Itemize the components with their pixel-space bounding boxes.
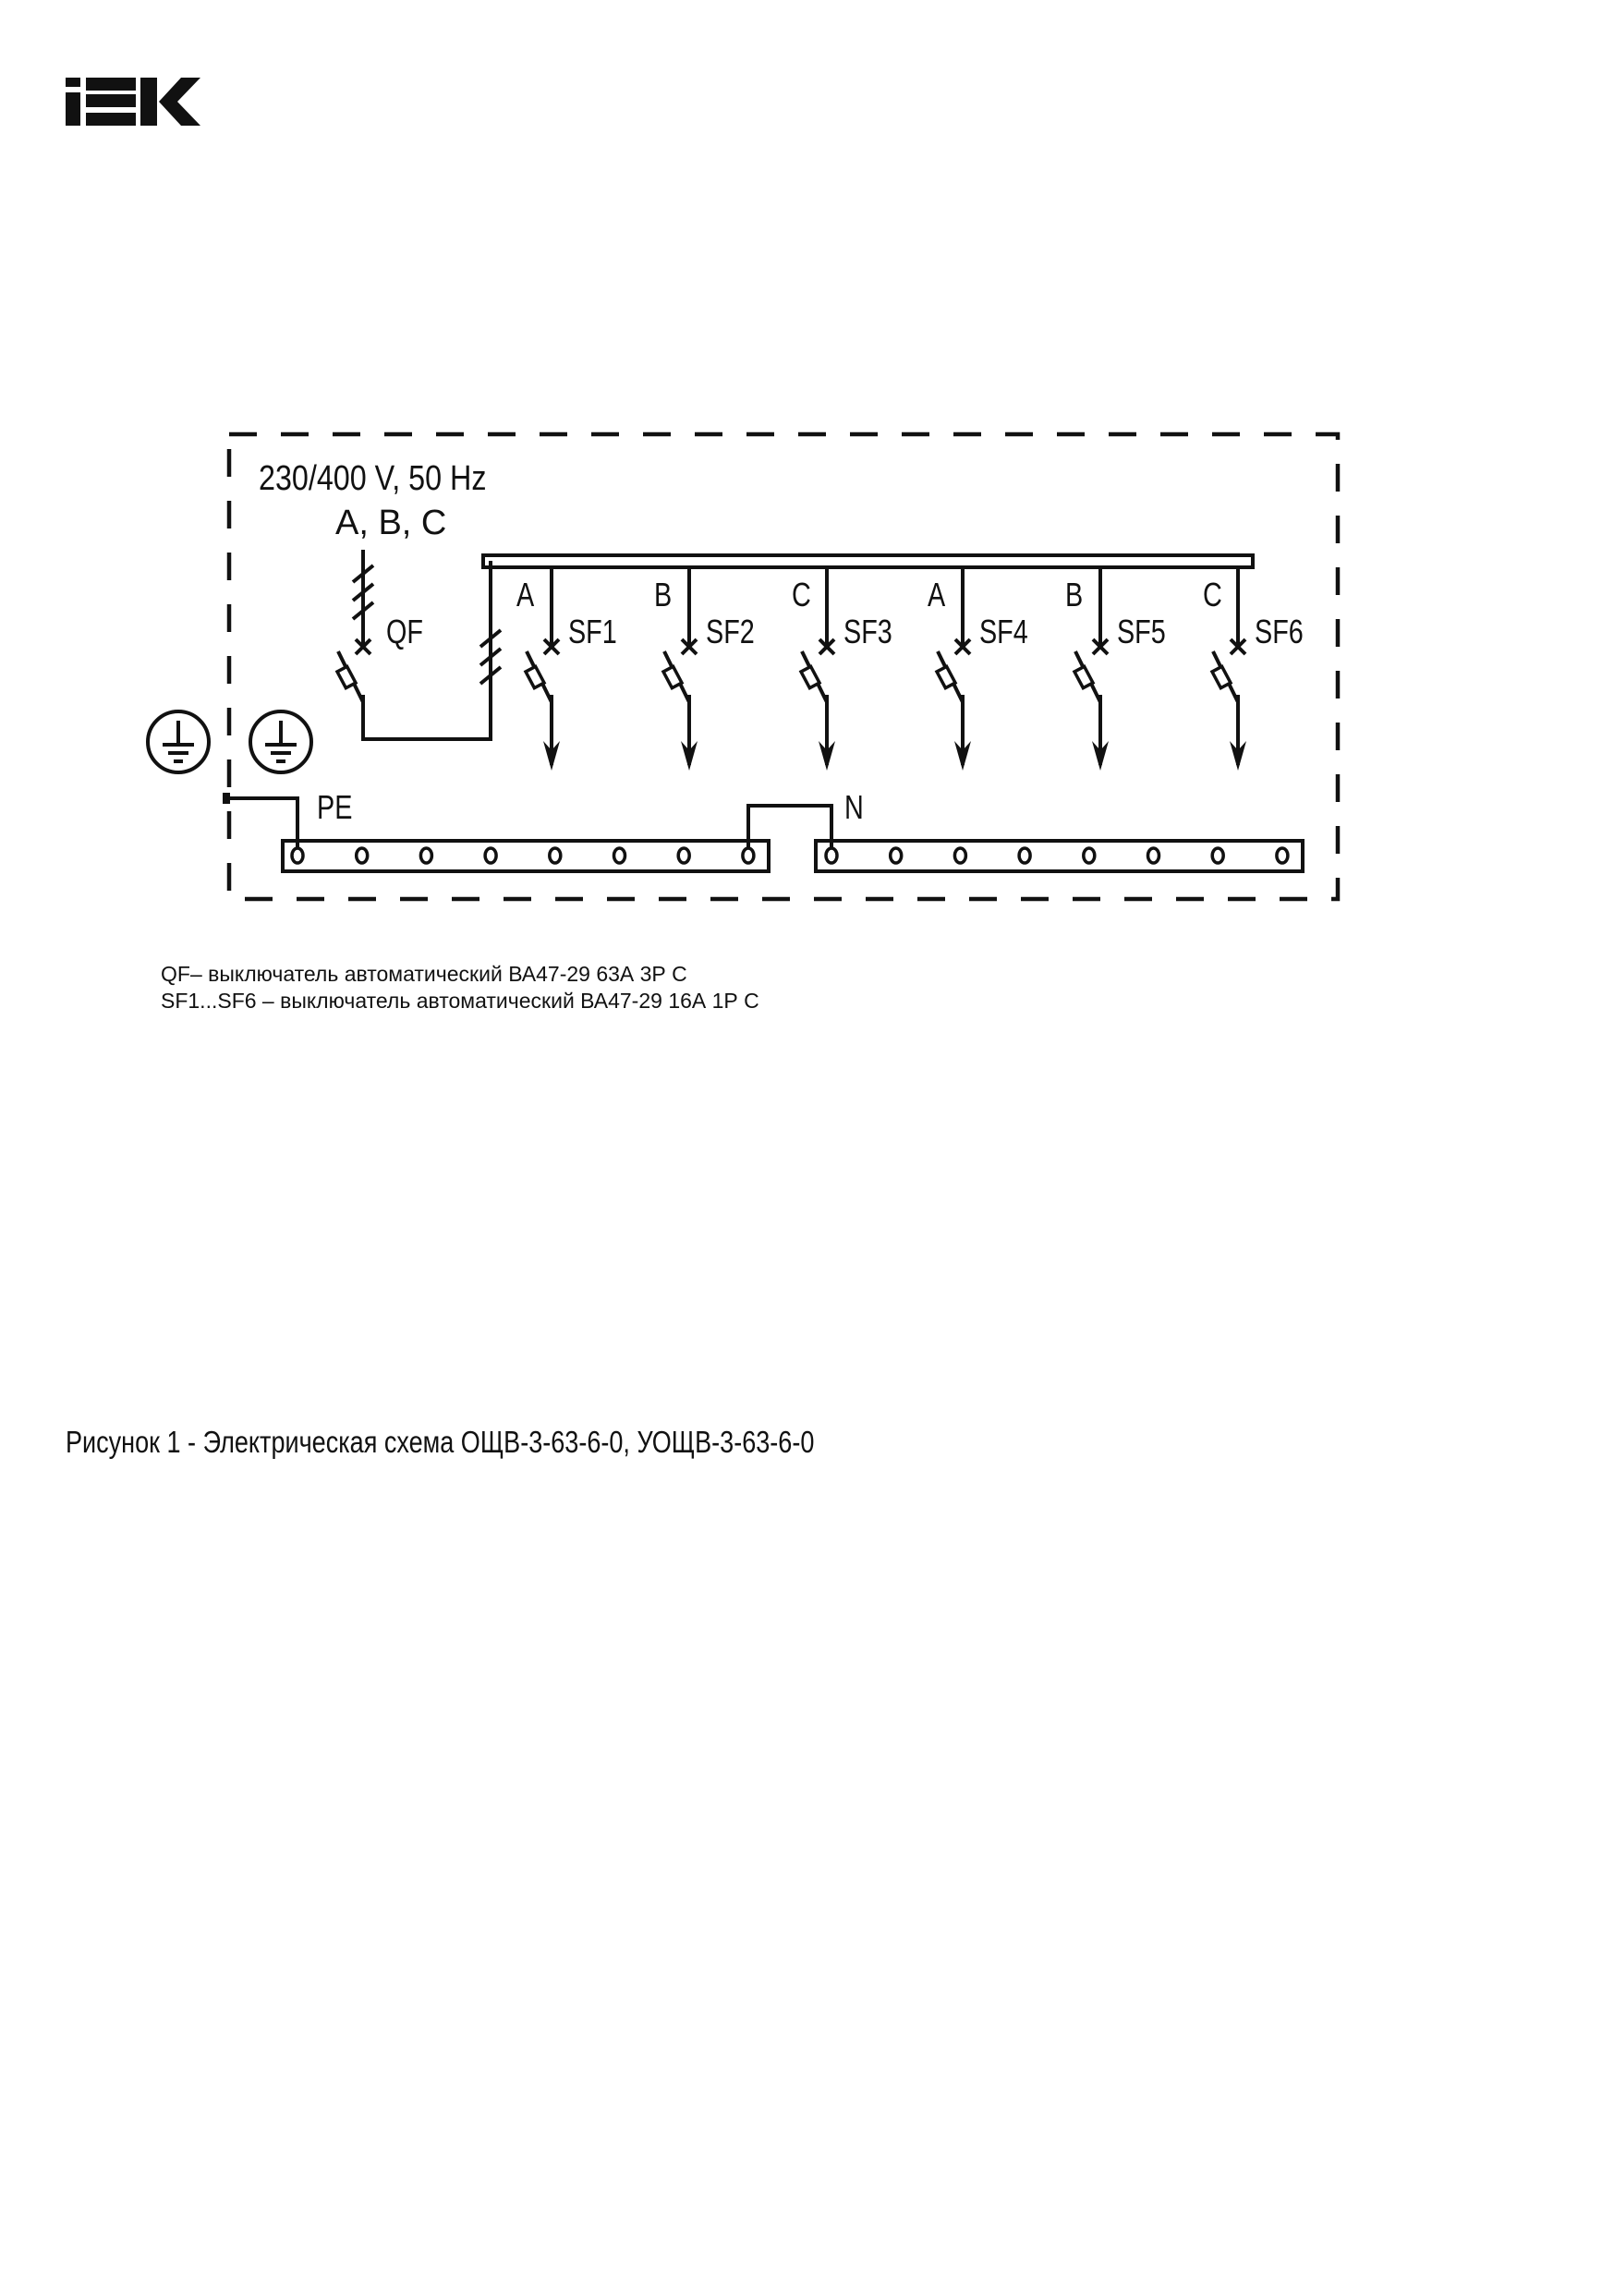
branch-phase-label: C xyxy=(792,576,811,613)
terminal-hole xyxy=(483,846,498,865)
terminal-hole xyxy=(419,846,434,865)
branch-phase-label: B xyxy=(654,576,672,613)
pe-wire xyxy=(226,796,299,855)
branch-breaker-label: SF6 xyxy=(1255,613,1304,650)
branch-breaker-label: SF4 xyxy=(979,613,1028,650)
legend-line: SF1...SF6 – выключатель автоматический В… xyxy=(161,989,759,1013)
terminal-hole xyxy=(354,846,370,865)
branch-breaker-sf2: B SF2 xyxy=(654,567,755,771)
branch-phase-label: A xyxy=(516,576,534,613)
earth-icon xyxy=(146,710,211,774)
terminal-hole xyxy=(824,846,839,865)
terminal-hole xyxy=(676,846,691,865)
busbar xyxy=(481,553,1255,569)
terminal-hole xyxy=(290,846,305,865)
legend-line: QF– выключатель автоматический ВА47-29 6… xyxy=(161,962,687,986)
branch-breaker-sf4: A SF4 xyxy=(928,567,1028,771)
branch-breaker-label: SF2 xyxy=(706,613,755,650)
terminal-hole xyxy=(888,846,904,865)
terminal-hole xyxy=(548,846,563,865)
figure-caption: Рисунок 1 - Электрическая схема ОЩВ-3-63… xyxy=(66,1427,814,1460)
iek-logo xyxy=(66,78,200,126)
branch-phase-label: A xyxy=(928,576,945,613)
arrow-icon xyxy=(954,741,971,771)
terminal-hole xyxy=(1275,846,1290,865)
terminal-hole xyxy=(612,846,627,865)
arrow-icon xyxy=(819,741,835,771)
pe-n-jumper xyxy=(746,804,833,855)
branch-breaker-sf5: B SF5 xyxy=(1065,567,1166,771)
arrow-icon xyxy=(543,741,560,771)
arrow-icon xyxy=(1230,741,1246,771)
branch-breaker-label: SF1 xyxy=(568,613,617,650)
branch-breaker-sf3: C SF3 xyxy=(792,567,892,771)
terminal-hole xyxy=(1017,846,1032,865)
terminal-hole xyxy=(1082,846,1097,865)
branch-breaker-sf1: A SF1 xyxy=(516,567,617,771)
n-terminal-bar xyxy=(814,839,1305,873)
terminal-hole xyxy=(1210,846,1225,865)
branch-phase-label: B xyxy=(1065,576,1083,613)
supply-label: 230/400 V, 50 Hz xyxy=(259,459,487,498)
branch-breaker-sf6: C SF6 xyxy=(1203,567,1304,771)
phases-label: A, B, C xyxy=(335,504,446,542)
branch-breaker-label: SF3 xyxy=(843,613,892,650)
terminal-hole xyxy=(1146,846,1161,865)
main-breaker-label: QF xyxy=(386,613,423,650)
pe-label: PE xyxy=(317,788,352,826)
n-label: N xyxy=(844,788,864,826)
terminal-hole xyxy=(741,846,756,865)
arrow-icon xyxy=(681,741,698,771)
branch-breaker-label: SF5 xyxy=(1117,613,1166,650)
main-breaker-qf xyxy=(334,550,503,741)
earth-icon xyxy=(249,710,313,774)
branch-phase-label: C xyxy=(1203,576,1222,613)
pe-terminal-bar xyxy=(281,839,771,873)
terminal-hole xyxy=(953,846,968,865)
arrow-icon xyxy=(1092,741,1109,771)
enclosure-border xyxy=(226,431,1341,902)
